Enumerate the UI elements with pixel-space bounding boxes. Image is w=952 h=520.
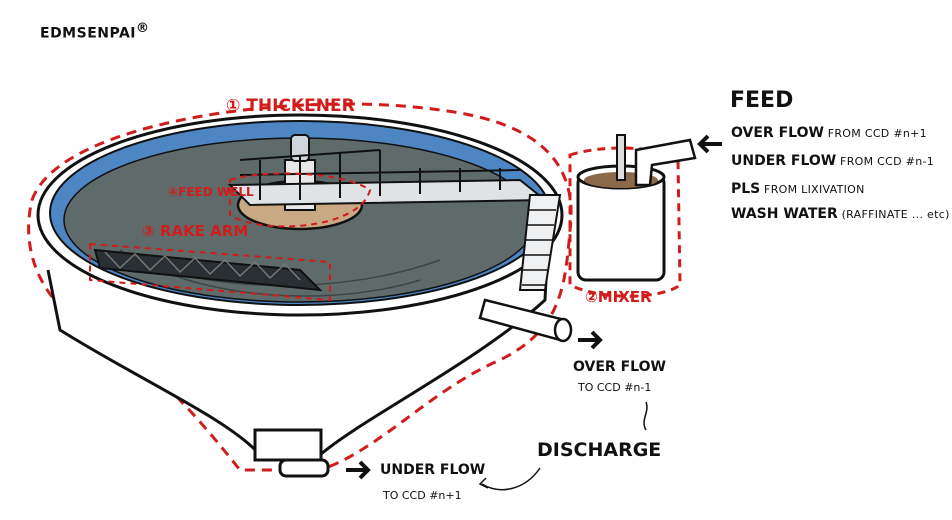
overflow-destination: TO CCD #n-1	[578, 382, 651, 393]
feed-title: FEED	[730, 90, 793, 112]
underflow-title: UNDER FLOW	[380, 463, 485, 477]
feed-arrow	[700, 136, 722, 152]
label-thickener: ① THICKENER	[226, 98, 355, 115]
feed-row-underflow: UNDER FLOW FROM CCD #n-1	[731, 154, 934, 168]
underflow-destination: TO CCD #n+1	[383, 490, 462, 501]
mixer-agitator-shaft	[617, 135, 625, 180]
label-feed-well: ④FEED WELL	[168, 186, 254, 198]
feed-row-overflow: OVER FLOW FROM CCD #n+1	[731, 126, 927, 140]
overflow-arrow	[578, 332, 600, 348]
feed-row-bold: PLS	[731, 181, 760, 197]
feed-row-wash-water: WASH WATER (RAFFINATE ... etc)	[731, 207, 950, 221]
walkway-bridge	[230, 180, 545, 205]
underflow-arrow	[346, 462, 368, 478]
brand-logo: EDMSENPAI®	[40, 22, 150, 41]
overflow-pipe-end	[555, 319, 571, 341]
brand-mark: ®	[136, 21, 150, 36]
feed-row-rest: FROM CCD #n-1	[836, 155, 934, 168]
feed-row-bold: WASH WATER	[731, 206, 838, 222]
feed-row-rest: FROM LIXIVATION	[760, 183, 864, 196]
discharge-label: DISCHARGE	[537, 441, 661, 460]
feed-row-pls: PLS FROM LIXIVATION	[731, 182, 865, 196]
underflow-pipe	[280, 460, 328, 476]
discharge-curl-top	[644, 402, 647, 430]
brand-name: EDMSENPAI	[40, 26, 136, 42]
label-rake-arm: ③ RAKE ARM	[142, 224, 248, 239]
tank-bottom-outlet	[255, 430, 321, 460]
feed-pipe	[636, 140, 695, 185]
feed-row-bold: UNDER FLOW	[731, 153, 836, 169]
feed-row-bold: OVER FLOW	[731, 125, 824, 141]
label-mixer: ②MIXER	[585, 290, 652, 305]
feed-row-rest: (RAFFINATE ... etc)	[838, 208, 950, 221]
mixer-tank	[578, 175, 664, 280]
feed-row-rest: FROM CCD #n+1	[824, 127, 927, 140]
overflow-title: OVER FLOW	[573, 360, 666, 374]
discharge-curl-bottom	[480, 468, 540, 490]
